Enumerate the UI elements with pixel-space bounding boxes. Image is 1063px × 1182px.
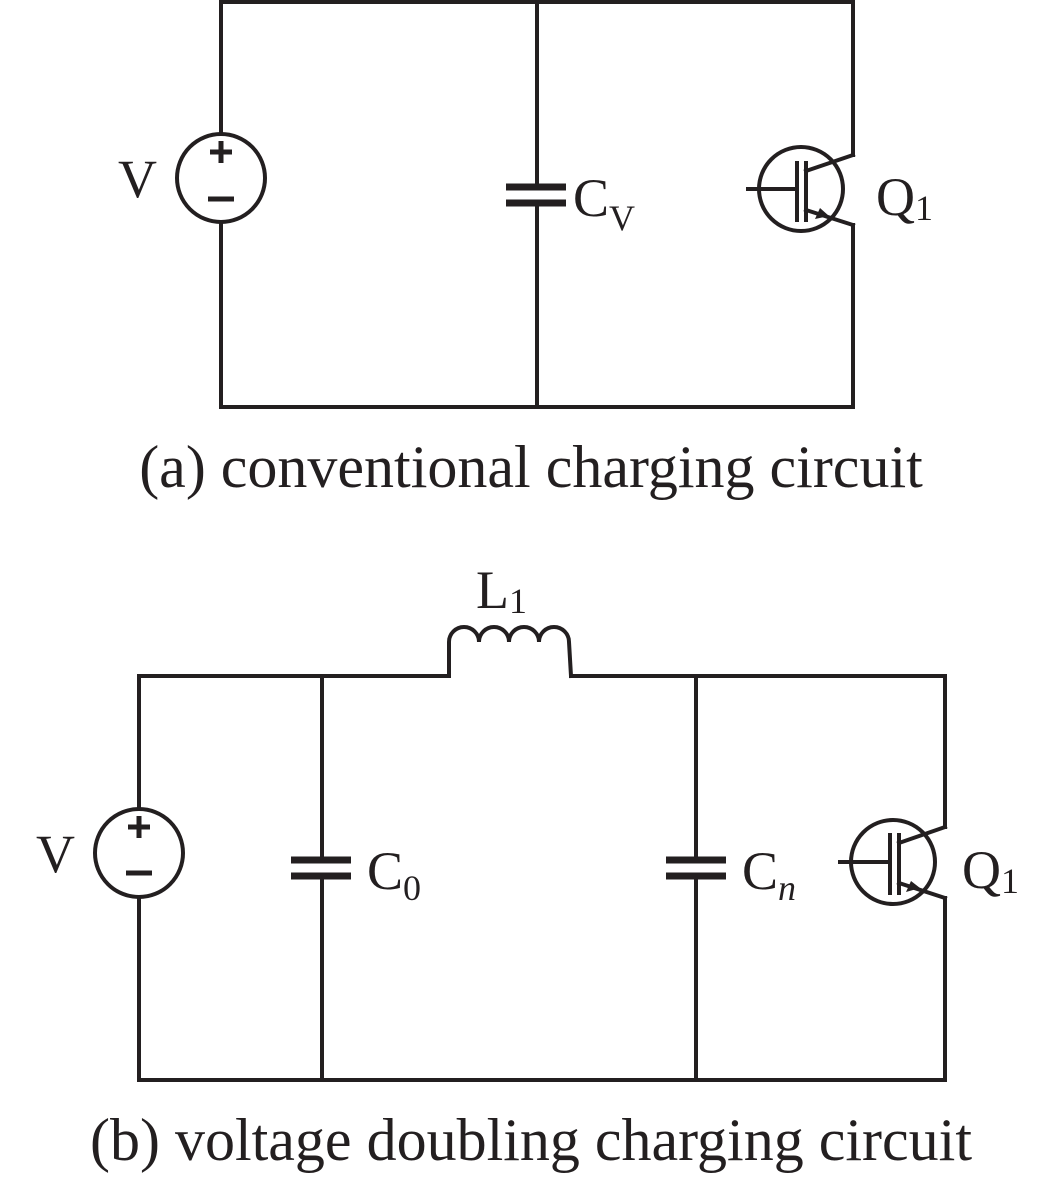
- voltage-source-b: V: [36, 807, 185, 899]
- panel-a-conventional-circuit: V CV Q1 (a) conventional charging circui…: [118, 0, 933, 500]
- capacitor-c0: C0: [291, 841, 421, 908]
- igbt-collector: [803, 152, 856, 174]
- igbt-label-b: Q1: [962, 840, 1019, 901]
- igbt-label-a: Q1: [876, 167, 933, 228]
- capacitor-c0-label: C0: [367, 841, 421, 908]
- emitter-arrow-icon: [815, 208, 829, 219]
- capacitor-plates-icon: [506, 183, 566, 207]
- source-circle-icon: [93, 807, 185, 899]
- inductor-label: L1: [476, 560, 527, 621]
- capacitor-cv: CV: [506, 168, 635, 238]
- caption-a: (a) conventional charging circuit: [139, 434, 923, 500]
- panel-b-voltage-doubling-circuit: L1 V C0 Cn Q1 (b): [36, 560, 1019, 1173]
- igbt-q1-a: Q1: [746, 145, 933, 233]
- emitter-arrow-icon: [906, 881, 920, 892]
- inductor-l1: L1: [447, 560, 574, 679]
- capacitor-plates-icon: [666, 856, 726, 880]
- capacitor-cn-label: Cn: [742, 841, 796, 908]
- plus-icon: [128, 816, 150, 838]
- capacitor-cn: Cn: [666, 841, 796, 908]
- source-label-a: V: [118, 149, 157, 209]
- igbt-emitter: [803, 207, 856, 228]
- source-circle-icon: [175, 132, 267, 224]
- voltage-source-a: V: [118, 132, 267, 224]
- plus-icon: [210, 141, 232, 163]
- igbt-emitter: [896, 880, 948, 901]
- igbt-q1-b: Q1: [838, 818, 1019, 906]
- capacitor-cv-label: CV: [573, 168, 635, 238]
- igbt-collector: [896, 824, 948, 846]
- inductor-coil-icon: [447, 625, 574, 679]
- capacitor-plates-icon: [291, 856, 351, 880]
- caption-b: (b) voltage doubling charging circuit: [90, 1107, 972, 1173]
- source-label-b: V: [36, 824, 75, 884]
